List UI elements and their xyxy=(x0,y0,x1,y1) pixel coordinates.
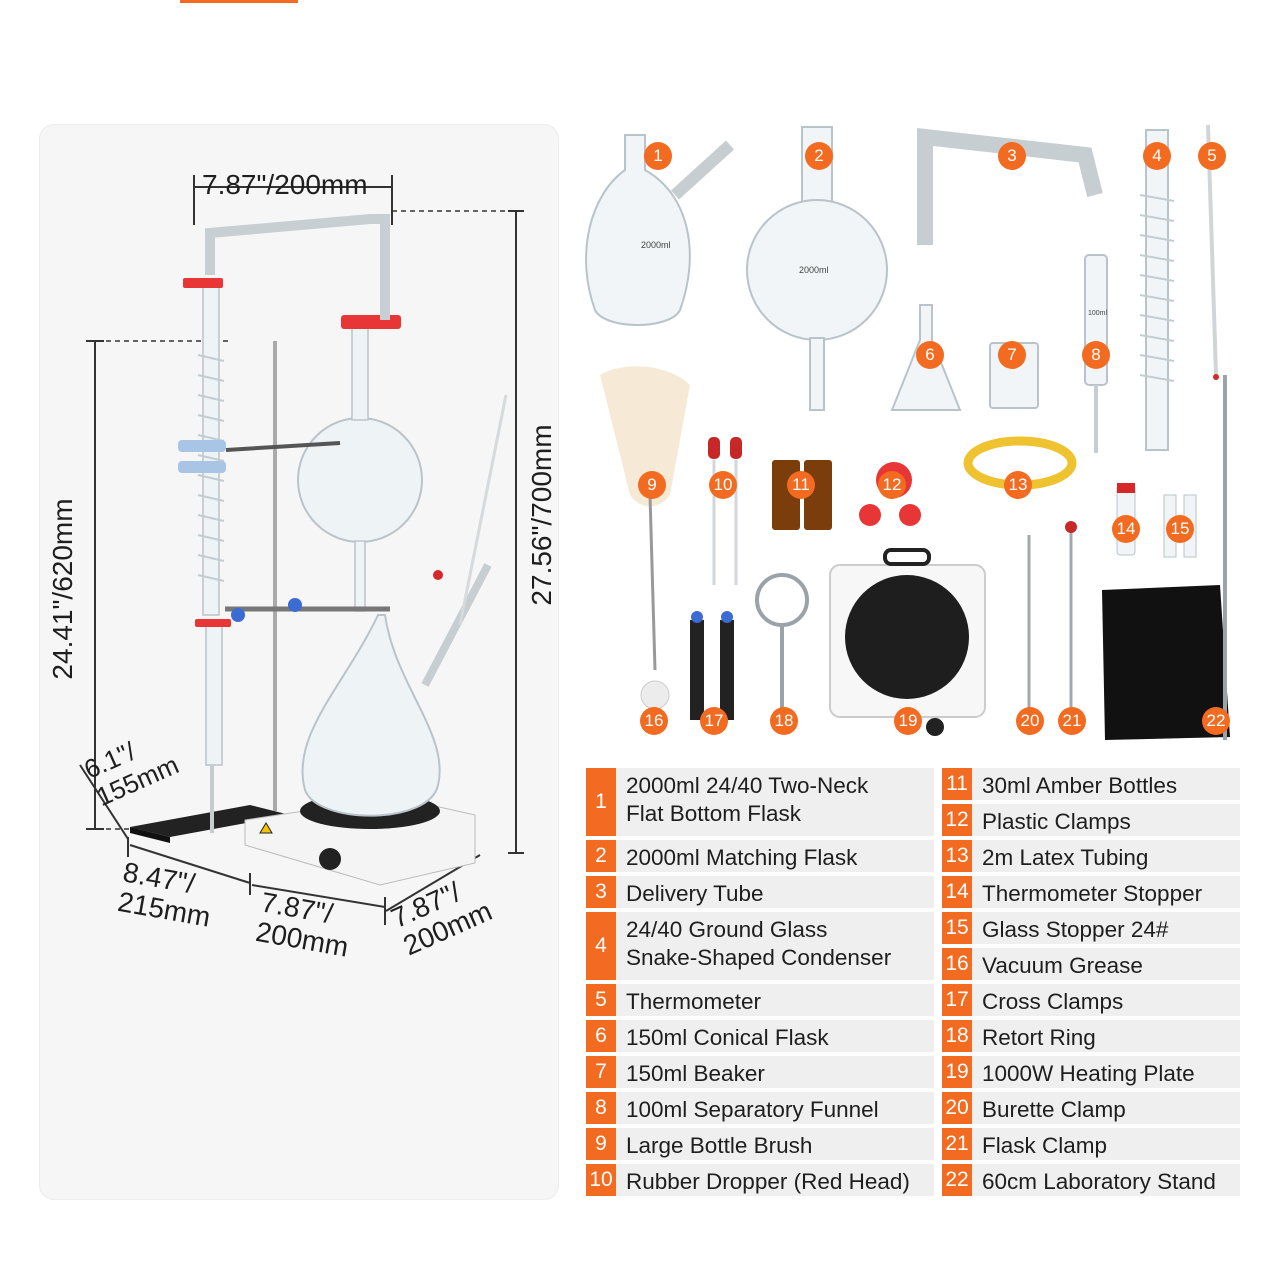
part-badge-6: 6 xyxy=(916,341,944,369)
dimension-stand-height: 24.41"/620mm xyxy=(47,498,78,680)
part-badge-13: 13 xyxy=(1004,471,1032,499)
part-badge-16: 16 xyxy=(640,707,668,735)
distillation-assembly-illustration xyxy=(79,175,524,925)
part-badge-12: 12 xyxy=(878,471,906,499)
dimension-card: 7.87"/200mm 24.41"/620mm 27.56"/700mm 6.… xyxy=(40,125,558,1199)
part-badge-11: 11 xyxy=(787,471,815,499)
flask-1-marking: 2000ml xyxy=(641,240,671,250)
list-item: 6 150ml Conical Flask xyxy=(586,1020,934,1052)
part-badge-7: 7 xyxy=(998,341,1026,369)
part-badge-19: 19 xyxy=(894,707,922,735)
part-badge-21: 21 xyxy=(1058,707,1086,735)
part-badge-18: 18 xyxy=(770,707,798,735)
part-badge-2: 2 xyxy=(805,142,833,170)
list-item: 2 2000ml Matching Flask xyxy=(586,840,934,872)
part-badge-22: 22 xyxy=(1202,707,1230,735)
part-badge-4: 4 xyxy=(1143,142,1171,170)
part-badge-1: 1 xyxy=(644,142,672,170)
list-item: 5 Thermometer xyxy=(586,984,934,1016)
list-item: 8 100ml Separatory Funnel xyxy=(586,1092,934,1124)
part-badge-14: 14 xyxy=(1112,515,1140,543)
list-item: 10 Rubber Dropper (Red Head) xyxy=(586,1164,934,1196)
parts-list-left: 1 2000ml 24/40 Two-Neck Flat Bottom Flas… xyxy=(586,768,934,1200)
part-badge-17: 17 xyxy=(700,707,728,735)
list-item: 9 Large Bottle Brush xyxy=(586,1128,934,1160)
dimension-top-width: 7.87"/200mm xyxy=(202,169,368,200)
part-badge-20: 20 xyxy=(1016,707,1044,735)
part-badge-15: 15 xyxy=(1166,515,1194,543)
part-badge-10: 10 xyxy=(709,471,737,499)
part-badge-8: 8 xyxy=(1082,341,1110,369)
list-item: 1 2000ml 24/40 Two-Neck Flat Bottom Flas… xyxy=(586,768,934,836)
dimension-total-height: 27.56"/700mm xyxy=(526,424,557,606)
top-accent-bar xyxy=(180,0,298,3)
part-badge-3: 3 xyxy=(998,142,1026,170)
parts-illustration xyxy=(585,124,1230,740)
part-badge-5: 5 xyxy=(1198,142,1226,170)
funnel-marking: 100ml xyxy=(1088,310,1108,317)
list-item: 4 24/40 Ground Glass Snake-Shaped Conden… xyxy=(586,912,934,980)
list-item: 7 150ml Beaker xyxy=(586,1056,934,1088)
flask-2-marking: 2000ml xyxy=(799,265,829,275)
part-badge-9: 9 xyxy=(638,471,666,499)
list-item: 3 Delivery Tube xyxy=(586,876,934,908)
